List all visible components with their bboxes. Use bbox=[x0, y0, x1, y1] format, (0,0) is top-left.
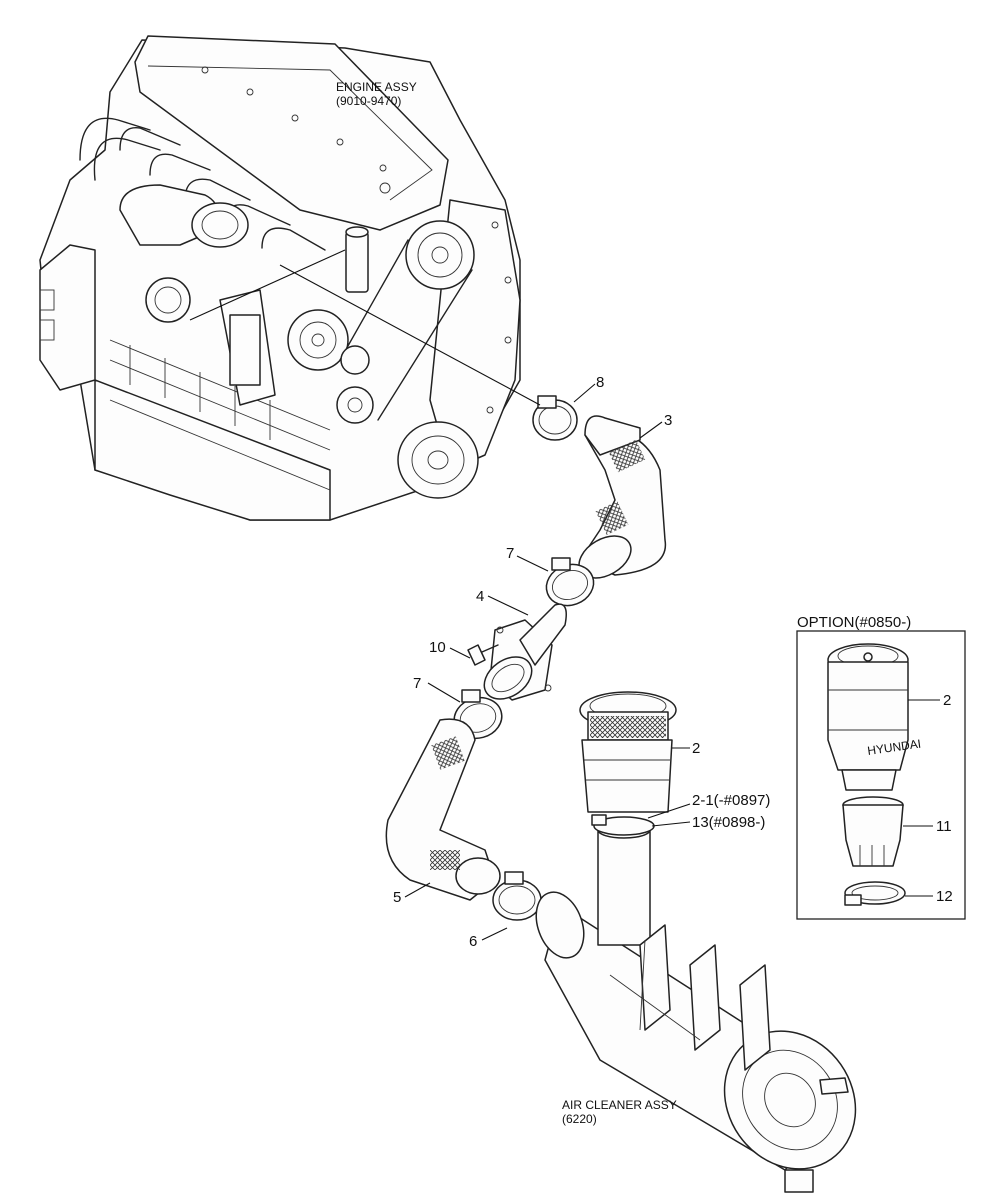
air-cleaner-assy-code: (6220) bbox=[562, 1112, 597, 1126]
option-callout-12: 12 bbox=[936, 888, 953, 905]
callout-3: 3 bbox=[664, 412, 672, 429]
precleaner-2 bbox=[579, 691, 677, 813]
hose-5 bbox=[385, 718, 501, 901]
engine-assy-label: ENGINE ASSY bbox=[336, 80, 417, 94]
air-cleaner-assembly bbox=[535, 821, 857, 1193]
engine-assy-code: (9010-9470) bbox=[336, 94, 401, 108]
hose-3 bbox=[578, 415, 667, 579]
titles: ENGINE ASSY (9010-9470) AIR CLEANER ASSY… bbox=[336, 80, 911, 1126]
callout-2: 2 bbox=[692, 740, 700, 757]
callout-2-1: 2-1(-#0897) bbox=[692, 792, 770, 809]
callout-8: 8 bbox=[596, 374, 604, 391]
callout-10: 10 bbox=[429, 639, 446, 656]
bolt-10 bbox=[467, 644, 499, 666]
option-label: OPTION(#0850-) bbox=[797, 614, 911, 631]
engine-assembly bbox=[39, 35, 521, 521]
option-callout-2: 2 bbox=[943, 692, 951, 709]
adapter-4 bbox=[483, 603, 567, 701]
clamp-6 bbox=[492, 871, 542, 921]
valve-cover-bolts bbox=[201, 66, 391, 194]
option-callout-11: 11 bbox=[936, 818, 952, 835]
callout-13: 13(#0898-) bbox=[692, 814, 765, 831]
clamp-8 bbox=[532, 395, 578, 441]
air-cleaner-assy-label: AIR CLEANER ASSY bbox=[562, 1098, 677, 1112]
option-box: HYUNDAI bbox=[796, 630, 966, 920]
callout-7-upper: 7 bbox=[506, 545, 514, 562]
callout-7-lower: 7 bbox=[413, 675, 421, 692]
callout-4: 4 bbox=[476, 588, 484, 605]
callout-6: 6 bbox=[469, 933, 477, 950]
clamp-2-1-13 bbox=[591, 814, 655, 836]
clamp-7-upper bbox=[545, 557, 595, 607]
callout-numbers: 8 3 7 4 10 7 2 2-1(-#0897) 13(#0898-) 5 … bbox=[393, 374, 953, 950]
leader-lines bbox=[189, 249, 940, 941]
callout-5: 5 bbox=[393, 889, 401, 906]
